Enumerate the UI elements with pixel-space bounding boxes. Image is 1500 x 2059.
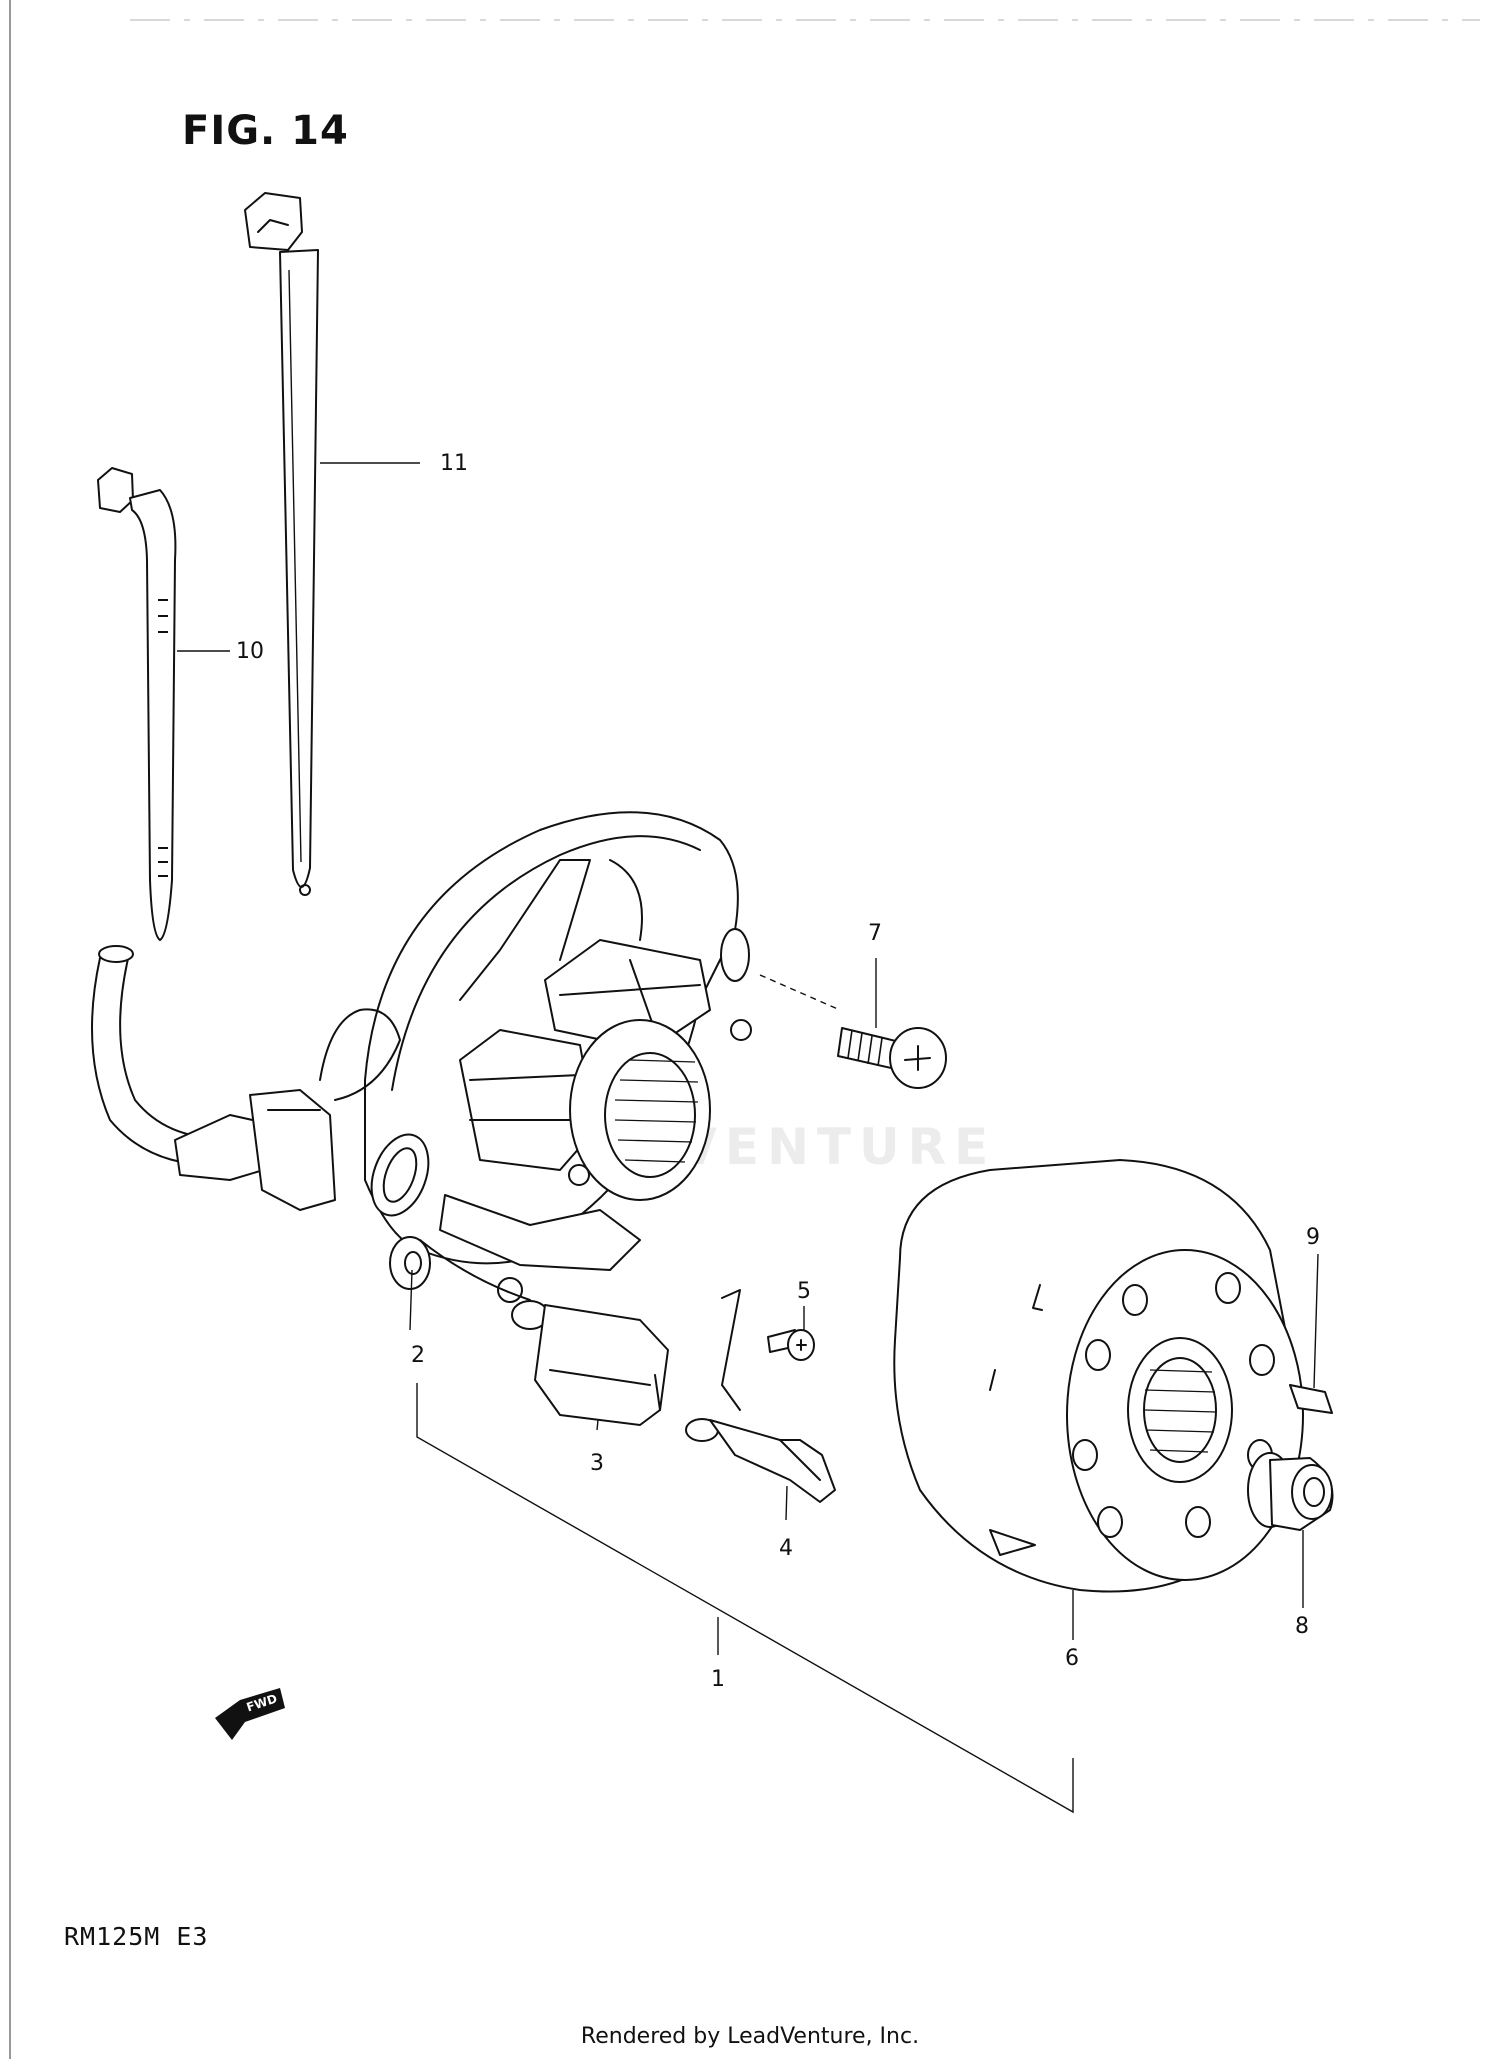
callout-2: 2 — [411, 1343, 425, 1368]
callout-10: 10 — [236, 639, 264, 664]
part-7-bolt — [759, 958, 947, 1089]
callout-4: 4 — [779, 1536, 793, 1561]
wire-harness — [91, 945, 401, 1211]
callout-6: 6 — [1065, 1646, 1079, 1671]
part-11-cable-tie-long — [244, 192, 319, 896]
model-code: RM125M E3 — [64, 1922, 209, 1951]
leader-lines — [177, 462, 420, 652]
part-1-stator-assembly — [364, 811, 752, 1303]
part-9-key — [1289, 1253, 1333, 1414]
footer-credit: Rendered by LeadVenture, Inc. — [580, 2024, 920, 2049]
part-4-pickup-bracket — [685, 1418, 836, 1521]
callout-1: 1 — [711, 1667, 725, 1692]
callout-9: 9 — [1306, 1225, 1320, 1250]
callout-3: 3 — [590, 1451, 604, 1476]
assembly-bracket-line — [416, 1383, 1074, 1814]
callout-5: 5 — [797, 1279, 811, 1304]
callout-8: 8 — [1295, 1614, 1309, 1639]
page-edge — [9, 0, 1480, 2059]
callout-11: 11 — [440, 451, 468, 476]
part-6-flywheel-rotor — [893, 1159, 1304, 1640]
figure-title: FIG. 14 — [182, 108, 349, 154]
part-2-washer — [389, 1236, 431, 1331]
part-8-nut — [1247, 1452, 1334, 1608]
callout-7: 7 — [868, 921, 882, 946]
forward-direction-arrow — [215, 1688, 285, 1740]
part-3-pickup-coil — [511, 1300, 669, 1431]
part-5-screw — [721, 1289, 815, 1411]
part-10-cable-tie-short — [97, 467, 177, 941]
